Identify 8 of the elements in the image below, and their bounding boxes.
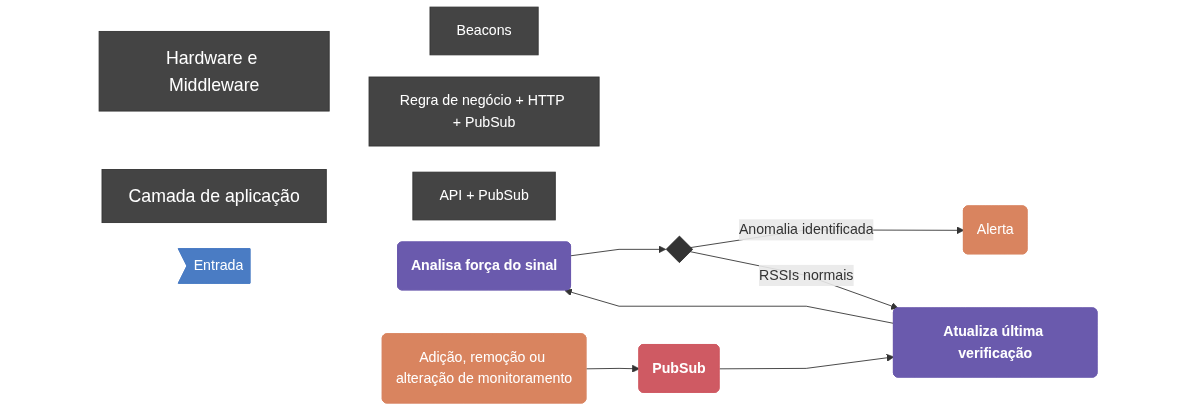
node-box: Hardware e Middleware xyxy=(98,30,330,112)
node-box: API + PubSub xyxy=(412,171,556,221)
node-box: Regra de negócio + HTTP + PubSub xyxy=(368,76,600,147)
edge-label: RSSIs normais xyxy=(758,267,854,283)
node-box: Beacons xyxy=(429,6,539,56)
node-box: Camada de aplicação xyxy=(101,169,327,224)
edge-label: Anomalia identificada xyxy=(738,221,874,237)
node-diamond xyxy=(665,235,694,264)
